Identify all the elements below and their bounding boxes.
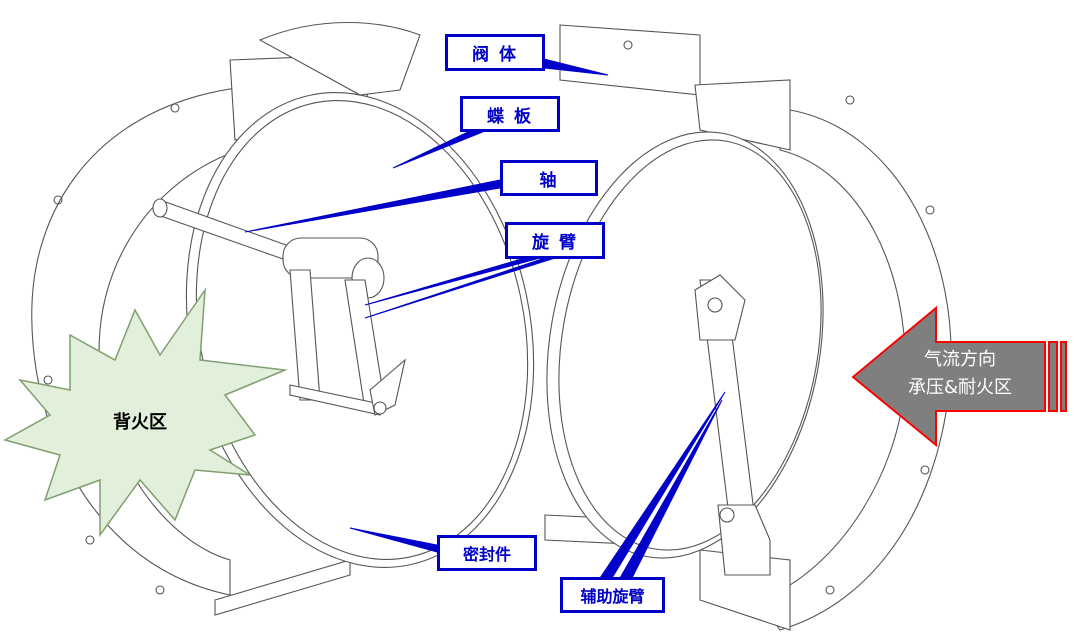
right-butterfly-plate: [546, 131, 824, 559]
arrow-tail-bar-2: [1060, 341, 1067, 412]
callout-shaft: 轴: [500, 160, 598, 196]
callout-butterfly-plate: 蝶 板: [460, 96, 560, 132]
backfire-zone-label: 背火区: [113, 412, 167, 433]
callout-valve-body: 阀 体: [445, 34, 545, 71]
airflow-arrow: [851, 305, 1046, 448]
callout-aux-swing-arm: 辅助旋臂: [560, 577, 665, 613]
leader-lines: [244, 57, 726, 579]
callout-swing-arm: 旋 臂: [505, 222, 605, 259]
arrow-tail-bar-1: [1048, 341, 1058, 412]
backfire-zone-burst: [3, 287, 288, 538]
airflow-label-line1: 气流方向: [924, 349, 996, 370]
right-flange: [759, 109, 952, 631]
airflow-label: 气流方向 承压&耐火区: [880, 346, 1040, 402]
callout-seal: 密封件: [437, 535, 537, 571]
bolt-holes: [43, 40, 935, 595]
airflow-label-line2: 承压&耐火区: [907, 377, 1013, 398]
